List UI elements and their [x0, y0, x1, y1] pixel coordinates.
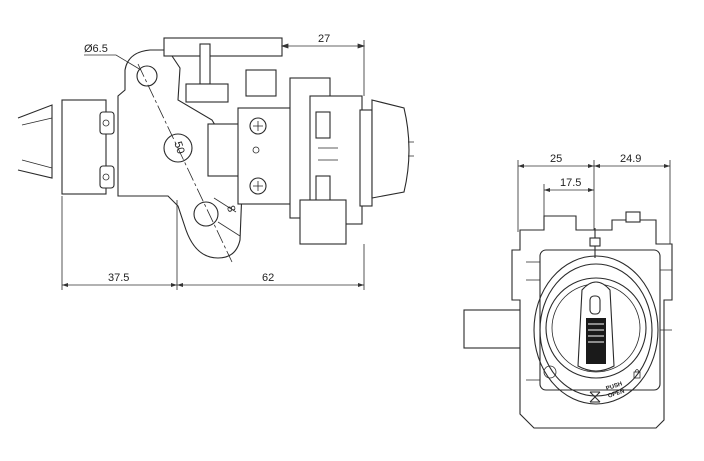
padlock-icon: [633, 371, 641, 379]
side-dim-inner-offset: 17.5: [560, 177, 581, 189]
screw-bottom: [249, 177, 267, 195]
open-label: OPEN: [607, 389, 625, 400]
front-view: Ø6.5 27 50 8 37.5 62: [17, 33, 414, 290]
bezel-outer: [533, 255, 659, 405]
mounting-hole-bottom: [193, 201, 219, 227]
side-view: 25 24.9 17.5 PUSH OPEN: [463, 153, 673, 429]
connector-body: [17, 99, 115, 195]
center-boss: [163, 133, 193, 163]
dim-hole-diameter: Ø6.5: [84, 43, 108, 55]
mounting-plate: [117, 49, 243, 259]
side-dim-right-width: 24.9: [620, 153, 641, 165]
unlock-symbol: [543, 365, 557, 379]
mounting-hole-top: [136, 65, 158, 87]
key-knob: [577, 281, 615, 372]
dim-slot: 8: [224, 204, 237, 214]
dim-right-width: 62: [262, 272, 274, 284]
dim-left-width: 37.5: [108, 272, 129, 284]
top-rail: [163, 37, 283, 57]
push-label: PUSH: [605, 381, 623, 392]
switch-housing: [207, 77, 414, 245]
dim-radius: 50: [171, 140, 186, 155]
dim-top-offset: 27: [318, 33, 330, 45]
side-shaft: [463, 309, 523, 349]
lock-symbol: [589, 391, 601, 403]
screw-top: [249, 117, 267, 135]
side-dim-left-width: 25: [550, 153, 562, 165]
